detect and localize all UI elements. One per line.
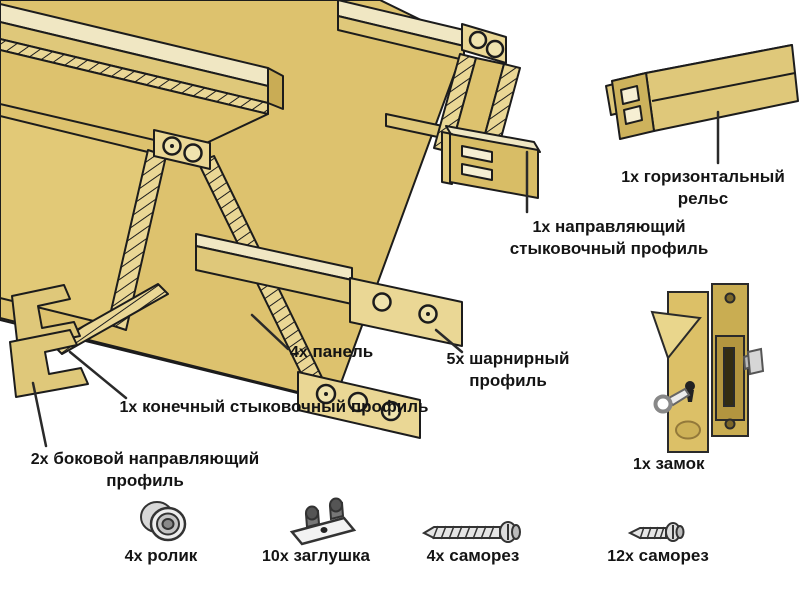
roller-icon [140, 501, 187, 542]
label-end-joint-profile: 1x конечный стыковочный профиль [119, 397, 429, 416]
label-cap: 10x заглушка [262, 546, 370, 565]
cap-icon [289, 497, 357, 546]
horizontal-rail-drawing [605, 44, 799, 140]
lock-drawing [650, 283, 765, 453]
leader-lines [31, 110, 720, 448]
screw-short-icon [627, 522, 685, 542]
screw-long-icon [421, 521, 521, 543]
label-guide-joint-profile: 1x направляющий стыковочный профиль [509, 217, 709, 259]
label-screw-short: 12x саморез [607, 546, 709, 565]
label-roller: 4x ролик [124, 546, 198, 565]
folding-panels-drawing [0, 0, 541, 439]
label-lock: 1x замок [633, 454, 705, 473]
label-hinge-profile: 5x шарнирный профиль [446, 349, 570, 391]
label-screw-long: 4x саморез [426, 546, 520, 565]
label-horizontal-rail: 1x горизонтальный рельс [621, 167, 785, 209]
label-panel: 4x панель [290, 342, 374, 361]
label-side-guide-profile: 2x боковой направляющий профиль [30, 449, 260, 491]
